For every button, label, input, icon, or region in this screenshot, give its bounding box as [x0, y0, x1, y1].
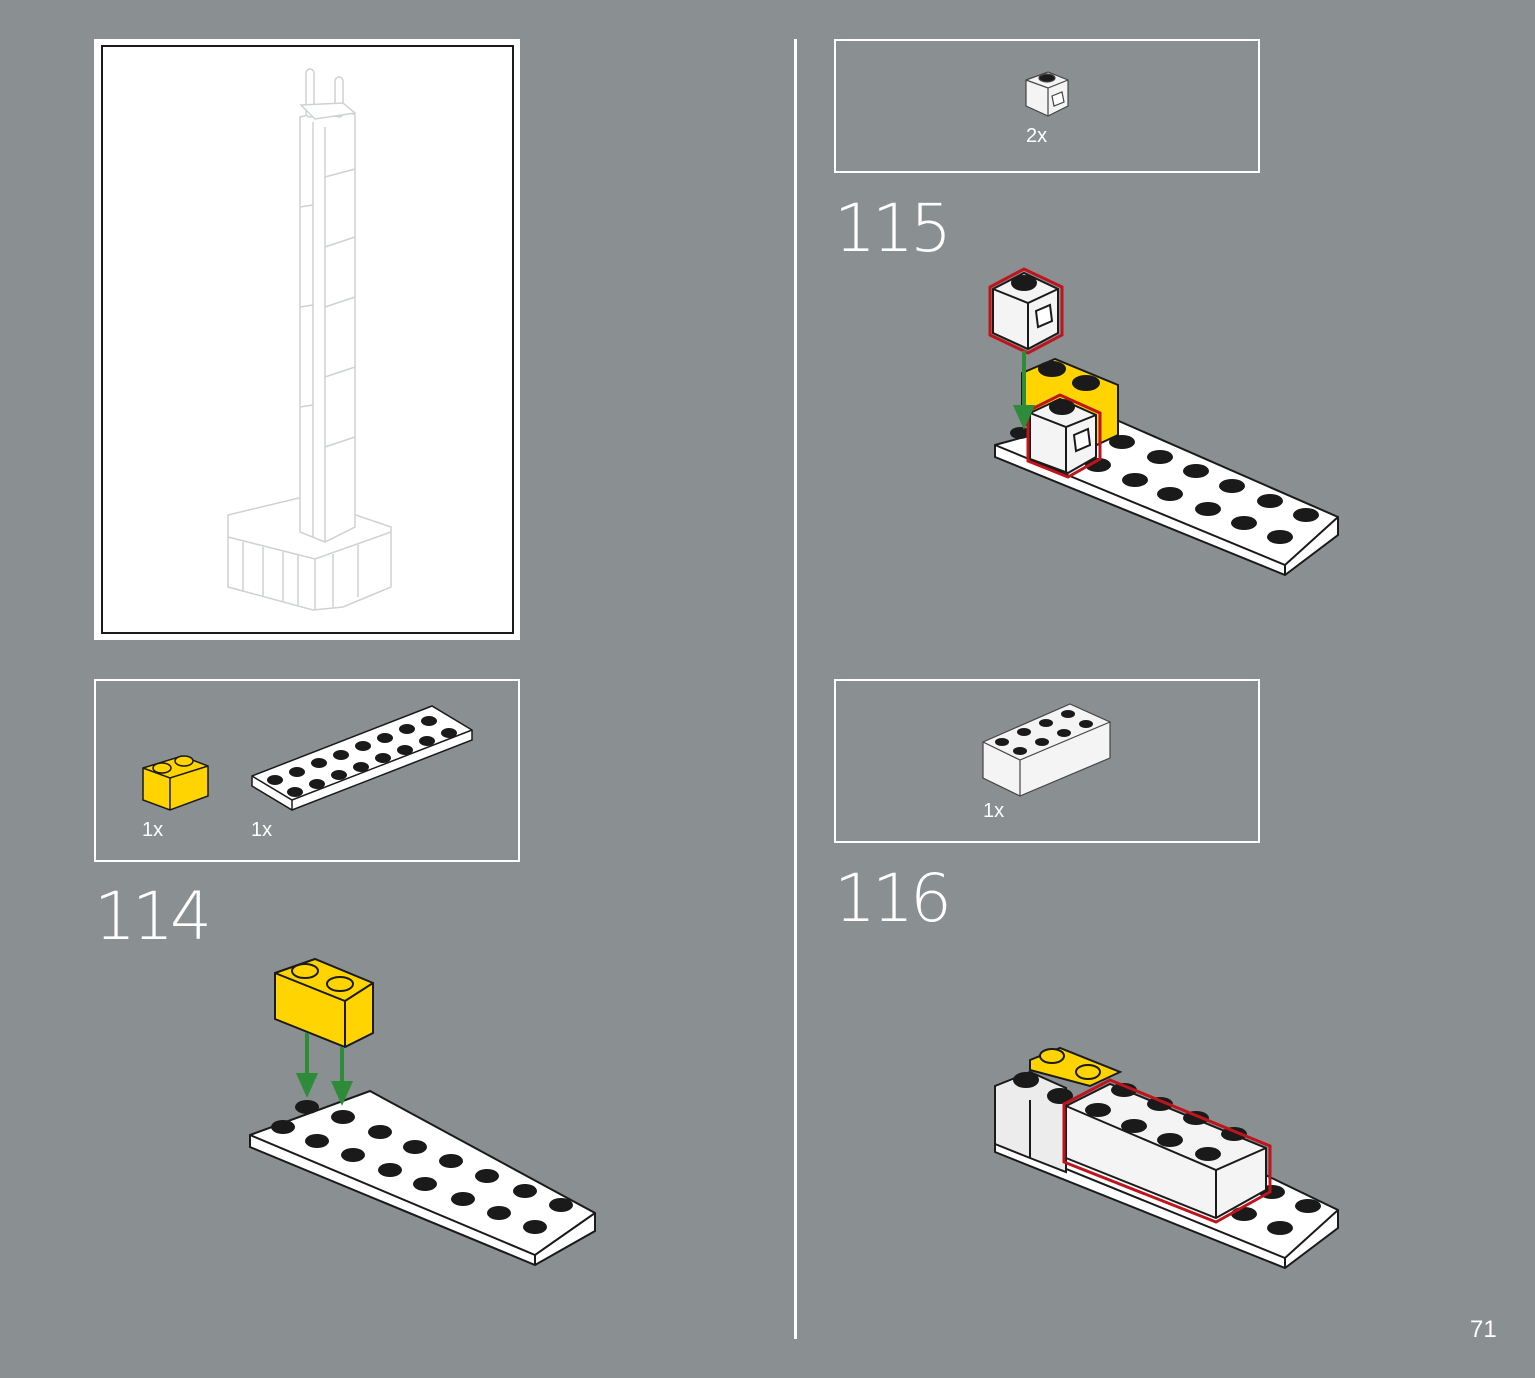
white-plate-2x8-icon	[251, 705, 473, 811]
overview-picture-frame	[94, 39, 520, 640]
step-114-part-2-qty: 1x	[251, 819, 273, 841]
step-114-part-1-qty: 1x	[142, 819, 164, 841]
yellow-brick-1x2-icon	[142, 755, 209, 811]
step-116-part-1-qty: 1x	[983, 800, 1005, 822]
step-115-parts-box	[834, 39, 1260, 173]
page-number: 71	[1470, 1316, 1497, 1343]
white-brick-2x4-icon	[982, 703, 1111, 797]
step-116-number: 116	[834, 860, 952, 937]
step-114-parts-box	[94, 679, 520, 862]
column-divider	[794, 39, 797, 1339]
tower-model-illustration	[227, 68, 392, 611]
step-115-assembly-illustration	[988, 267, 1339, 577]
step-115-number: 115	[834, 190, 952, 267]
step-115-part-1-qty: 2x	[1026, 125, 1048, 147]
step-116-parts-box	[834, 679, 1260, 843]
step-116-assembly-illustration	[994, 1046, 1339, 1270]
step-114-number: 114	[94, 878, 212, 955]
overview-picture	[101, 45, 514, 634]
step-114-assembly-illustration	[249, 957, 596, 1267]
white-brick-1x1-clip-icon	[1025, 71, 1069, 117]
